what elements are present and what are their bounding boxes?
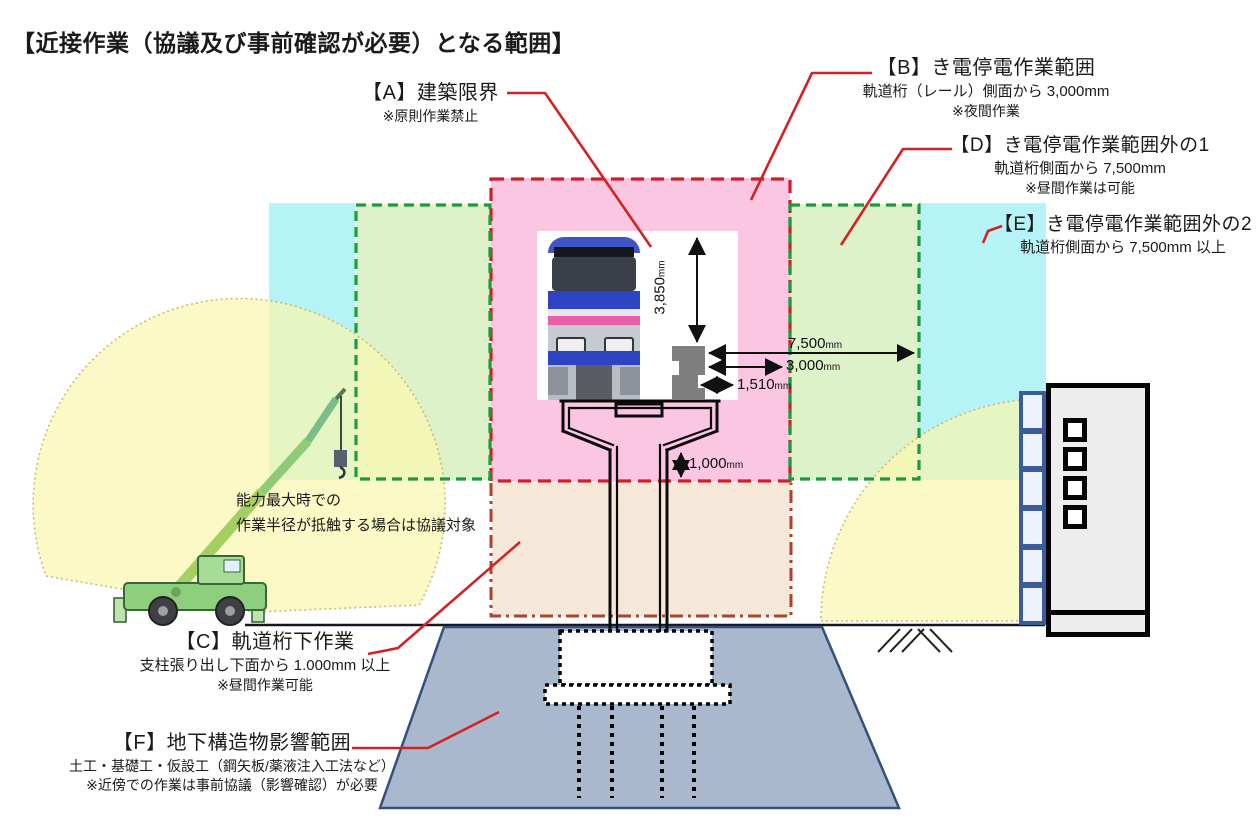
crane	[113, 387, 347, 626]
label-f-note: ※近傍での作業は事前協議（影響確認）が必要	[86, 777, 378, 794]
dimension-7500: 7,500mm	[787, 335, 843, 352]
rail-seat	[614, 402, 664, 418]
ground	[245, 623, 1045, 653]
building-window-2	[1063, 447, 1087, 471]
train-destination-sign	[554, 247, 634, 257]
working-radius-fan-right	[820, 398, 1044, 622]
label-d-note: ※昼間作業は可能	[1025, 180, 1135, 197]
label-c-header: 【C】軌道桁下作業	[175, 631, 355, 653]
label-b-detail: 軌道桁（レール）側面から 3,000mm	[862, 83, 1110, 100]
dimension-3000: 3,000mm	[786, 357, 841, 374]
label-f-header: 【F】地下構造物影響範囲	[112, 732, 352, 754]
label-e-header: 【E】き電停電作業範囲外の2	[993, 214, 1253, 235]
crane-working-radius-fans	[32, 297, 1044, 622]
label-e: 【E】き電停電作業範囲外の2 軌道桁側面から 7,500mm 以上	[988, 214, 1258, 256]
piles	[577, 706, 696, 798]
building-base-band	[1051, 610, 1145, 632]
label-b: 【B】き電停電作業範囲 軌道桁（レール）側面から 3,000mm ※夜間作業	[852, 57, 1120, 119]
leader-f	[352, 710, 500, 750]
zone-c-border	[489, 483, 793, 618]
scaffold-cell	[1021, 509, 1044, 546]
dimension-1510: 1,510mm	[737, 376, 792, 393]
label-b-header: 【B】き電停電作業範囲	[876, 57, 1096, 79]
scaffold-cell	[1021, 470, 1044, 508]
footing-slab	[543, 683, 732, 706]
label-d: 【D】き電停電作業範囲外の1 軌道桁側面から 7,500mm ※昼間作業は可能	[928, 135, 1232, 196]
train-windshield	[552, 257, 636, 291]
zone-b-border	[489, 177, 792, 483]
train-white-strip	[548, 309, 640, 316]
crane-note-line1: 能力最大時での	[236, 492, 342, 509]
crane-hook	[338, 465, 346, 480]
zone-d-right-border	[788, 203, 921, 481]
leader-e	[981, 224, 1003, 244]
dimension-arrows	[672, 237, 915, 478]
crane-note-line2: 作業半径が抵触する場合は協議対象	[236, 517, 477, 534]
label-e-detail: 軌道桁側面から 7,500mm 以上	[1020, 238, 1226, 256]
crane-note: 能力最大時での 作業半径が抵触する場合は協議対象	[236, 488, 546, 538]
train-blue-band-lower	[548, 351, 640, 365]
zone-f-underground	[378, 625, 901, 810]
dimension-train-height: 3,850mm	[651, 260, 669, 315]
label-d-header: 【D】き電停電作業範囲外の1	[950, 135, 1210, 156]
diagram-title: 【近接作業（協議及び事前確認が必要）となる範囲】	[12, 30, 576, 56]
zone-c-under-girder	[492, 483, 791, 616]
girder-cross-section	[672, 346, 705, 400]
building-window-1	[1063, 418, 1087, 442]
monorail-train-front	[548, 237, 640, 400]
crane-hook-block	[334, 450, 347, 467]
zone-d-left-border	[354, 203, 492, 481]
scaffold-cell	[1021, 393, 1044, 430]
zone-d-right	[790, 204, 919, 480]
train-blue-band-upper	[548, 291, 640, 309]
label-d-detail: 軌道桁側面から 7,500mm	[994, 159, 1166, 177]
leader-d	[839, 147, 952, 246]
label-f-detail: 土工・基礎工・仮設工（鋼矢板/薬液注入工法など）	[69, 758, 395, 774]
working-radius-fan-left	[32, 297, 446, 613]
building-window-3	[1063, 476, 1087, 500]
leader-lines	[352, 71, 1003, 750]
leader-b	[749, 71, 872, 201]
label-f: 【F】地下構造物影響範囲 土工・基礎工・仮設工（鋼矢板/薬液注入工法など） ※近…	[48, 732, 416, 793]
scaffold-cell	[1021, 586, 1044, 624]
scaffold-cell	[1021, 547, 1044, 585]
track-girder-pier	[559, 399, 721, 633]
train-pink-stripe	[548, 316, 640, 325]
train-skirt-right	[620, 367, 640, 395]
dimension-1000: 1,000mm	[689, 455, 744, 472]
building-window-4	[1063, 505, 1087, 529]
train-skirt-left	[548, 367, 568, 395]
train-tire	[576, 365, 612, 400]
label-b-note: ※夜間作業	[952, 103, 1020, 120]
label-a-header: 【A】建築限界	[362, 82, 499, 104]
scaffold-cell	[1021, 431, 1044, 469]
pier-footing	[558, 629, 714, 687]
label-c-note: ※昼間作業可能	[217, 677, 313, 694]
label-a: 【A】建築限界 ※原則作業禁止	[328, 82, 533, 124]
adjacent-building	[1046, 383, 1150, 637]
label-c-detail: 支柱張り出し下面から 1.000mm 以上	[139, 657, 391, 674]
ground-hatch-marks	[877, 628, 953, 653]
label-a-note: ※原則作業禁止	[382, 108, 479, 124]
leader-a	[507, 91, 653, 248]
crane-chassis	[123, 582, 267, 611]
leader-c	[367, 541, 521, 656]
label-c: 【C】軌道桁下作業 支柱張り出し下面から 1.000mm 以上 ※昼間作業可能	[126, 631, 404, 693]
scaffold-tower	[1019, 391, 1046, 625]
